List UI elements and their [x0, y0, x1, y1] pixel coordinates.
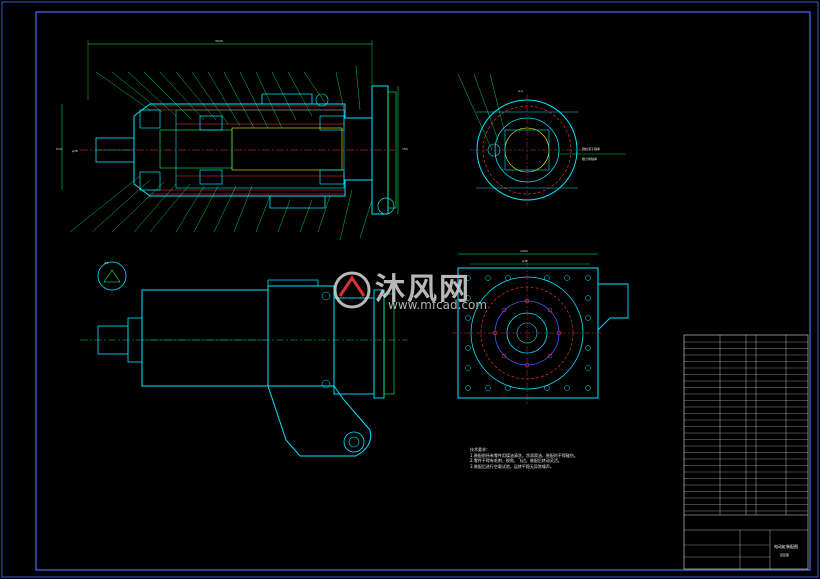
sectional-view: 3040 570 φ38 750 [56, 39, 408, 241]
drawing-title: 电动缸装配图 [774, 543, 798, 549]
watermark-url: www.mfcad.com [388, 298, 488, 312]
section-view-label: A-A [518, 89, 524, 93]
plan-view: 1000 φ3E [452, 249, 629, 404]
dim-plan-width: 1000 [520, 249, 528, 253]
detail-label: 2:1 [104, 261, 109, 265]
dim-plan-sub: φ3E [522, 259, 528, 263]
dim-top-length: 3040 [215, 39, 223, 43]
inner-frame [35, 11, 811, 571]
watermark: 沐风网 www.mfcad.com [330, 262, 500, 322]
notes-line-2: 2.零件不得有毛刺、锐角、飞边，装配后转动灵活。 [470, 458, 562, 463]
notes-line-1: 1.装配前所有零件用煤油清洗，涂润滑油，装配时不得碰伤。 [470, 452, 578, 458]
watermark-logo-icon [333, 271, 371, 309]
section-a-a: A-A 圆柱滚子轴承 推力球轴承 [457, 73, 626, 206]
notes-title: 技术要求： [470, 447, 490, 452]
dim-right-height: 750 [402, 147, 408, 151]
detail-view: 2:1 [97, 261, 127, 291]
dim-left-height: 570 [56, 147, 62, 151]
drawing-subtitle: 装配图 [780, 552, 789, 557]
watermark-text: 沐风网 [375, 272, 471, 307]
technical-notes: 技术要求： 1.装配前所有零件用煤油清洗，涂润滑油，装配时不得碰伤。 2.零件不… [470, 447, 640, 469]
notes-line-3: 3.装配后进行空载试验，运转平稳无异常噪声。 [470, 463, 554, 469]
exterior-view [80, 279, 408, 457]
section-note-1: 圆柱滚子轴承 [582, 146, 600, 151]
section-note-2: 推力球轴承 [582, 156, 597, 161]
title-block: 电动缸装配图 装配图 [683, 334, 809, 570]
dim-left-dia: φ38 [72, 149, 78, 153]
